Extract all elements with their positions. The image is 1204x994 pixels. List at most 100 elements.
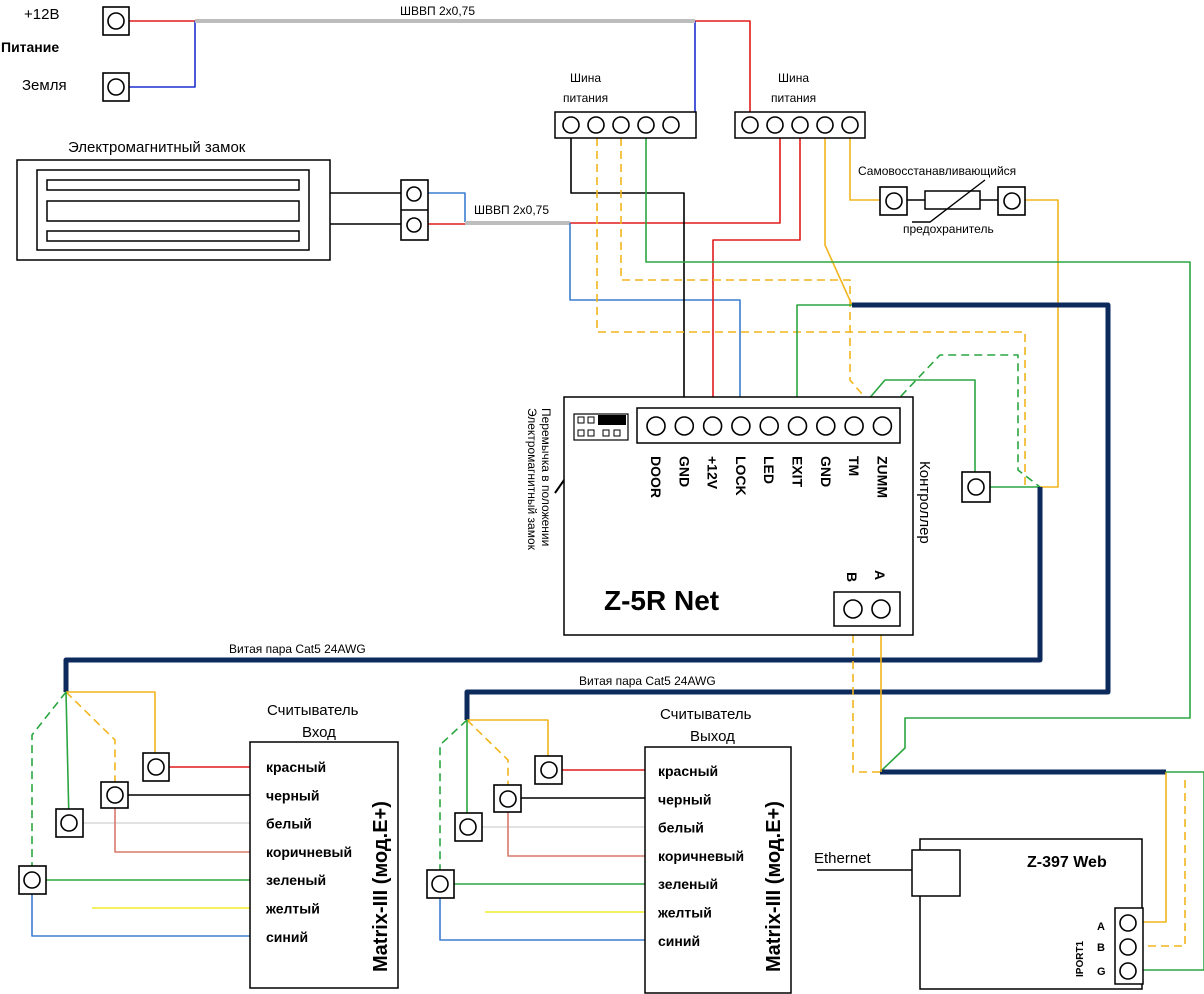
controller-terminal	[872, 416, 893, 436]
controller-side-label: Контроллер	[916, 461, 933, 544]
reader-wire-label: синий	[266, 929, 308, 945]
reader-in-title-2: Вход	[302, 724, 336, 741]
wire-orange-dashed-1	[596, 138, 1026, 487]
wire-rin-orange-dash	[65, 691, 116, 795]
wire-rout-brown	[507, 812, 645, 857]
twisted-pair-label-1: Витая пара Cat5 24AWG	[229, 642, 366, 656]
controller-terminal	[646, 416, 666, 436]
reader-out-wire-labels: красный черный белый коричневый зеленый желты…	[657, 763, 744, 949]
controller-terminal	[759, 416, 780, 436]
converter-box	[911, 838, 1143, 990]
converter-pin-b: B	[1097, 942, 1105, 954]
controller-terminal-label: GND	[676, 456, 692, 487]
reader-in-terminals	[18, 752, 170, 895]
reader-wire-label: белый	[266, 816, 312, 832]
wire-power-red	[128, 20, 751, 124]
power-plus-label: +12В	[24, 6, 59, 23]
reader-wire-label: красный	[266, 759, 326, 775]
wire-converter-a	[1143, 772, 1167, 923]
wire-rout-orange	[467, 719, 549, 770]
reader-out-title-1: Считыватель	[660, 706, 752, 723]
cable-lock-label: ШВВП 2х0,75	[474, 203, 549, 217]
reader-wire-label: коричневый	[658, 848, 744, 864]
bus-right	[734, 111, 866, 139]
power-ground-terminal	[102, 72, 130, 102]
exit-button-terminal	[961, 471, 991, 503]
power-title: Питание	[1, 39, 59, 55]
controller-terminal	[787, 416, 808, 436]
controller-terminal	[674, 416, 695, 436]
reader-in-title-1: Считыватель	[267, 702, 359, 719]
controller-terminal-label: EXIT	[790, 456, 806, 488]
lock-label: Электромагнитный замок	[68, 139, 246, 156]
controller-jumper	[573, 413, 629, 441]
ethernet-label: Ethernet	[814, 850, 872, 867]
wire-lock-blue-run	[569, 223, 741, 415]
wire-orange-bus-right	[824, 138, 853, 306]
wire-orange-fuse-in	[849, 138, 880, 201]
wire-power-blue	[128, 21, 696, 125]
controller-terminal-label: LED	[761, 456, 777, 484]
reader-wire-label: зеленый	[266, 872, 326, 888]
wire-gnd-black	[570, 138, 685, 415]
controller-rs485-a: A	[872, 570, 888, 580]
wire-lock-lightblue	[428, 192, 466, 222]
controller-terminal	[702, 416, 723, 436]
reader-wire-label: коричневый	[266, 844, 352, 860]
converter-name: Z-397 Web	[1027, 854, 1107, 871]
wire-converter-g	[1143, 771, 1204, 971]
fuse-label-2: предохранитель	[903, 222, 994, 236]
reader-wire-label: черный	[266, 787, 319, 803]
cable-cat5-1	[63, 487, 1043, 692]
bus-right-label-2: питания	[771, 91, 816, 105]
controller-terminal	[815, 416, 836, 436]
wire-rin-green-dash	[31, 691, 67, 880]
bus-left-label-2: питания	[563, 91, 608, 105]
reader-wire-label: красный	[658, 763, 718, 779]
reader-in-wire-labels: красный черный белый коричневый зеленый желты…	[265, 759, 352, 945]
controller-terminals	[646, 416, 893, 436]
fuse	[879, 179, 1026, 223]
bus-left	[554, 111, 697, 139]
reader-in-model: Matrix-III (мод.E+)	[370, 801, 392, 972]
reader-wire-label: черный	[658, 791, 711, 807]
converter-pin-g: G	[1097, 966, 1106, 978]
reader-wire-label: синий	[658, 933, 700, 949]
converter-port-label: IPORT1	[1075, 940, 1086, 977]
wire-orange-dashed-2	[620, 138, 881, 416]
controller-terminal-label: GND	[818, 456, 834, 487]
reader-wire-label: желтый	[265, 901, 320, 917]
reader-wire-label: белый	[658, 820, 704, 836]
wire-rout-green-dash	[439, 719, 468, 885]
wire-12v-red	[712, 138, 801, 415]
converter-pin-a: A	[1097, 921, 1105, 933]
reader-wire-label: зеленый	[658, 876, 718, 892]
fuse-label-1: Самовосстанавливающийся	[858, 164, 1016, 178]
power-ground-label: Земля	[22, 77, 67, 94]
reader-out-terminals	[426, 755, 563, 899]
reader-out-model: Matrix-III (мод.E+)	[763, 801, 785, 972]
cable-power-label: ШВВП 2х0,75	[400, 4, 475, 18]
wire-green-exit	[796, 304, 852, 415]
controller-terminal-label: ZUMM	[874, 456, 890, 498]
reader-wire-label: желтый	[657, 905, 712, 921]
controller-terminal-label: DOOR	[648, 456, 664, 498]
wire-green-bus	[645, 138, 1191, 773]
reader-out-title-2: Выход	[690, 728, 735, 745]
reader-in-box	[249, 741, 399, 989]
controller-terminal	[844, 416, 864, 436]
wire-rin-green	[65, 691, 70, 823]
bus-right-label-1: Шина	[778, 71, 809, 85]
controller-terminal	[731, 416, 751, 436]
controller-terminal-label: +12V	[705, 456, 721, 490]
wire-rs485-b	[852, 622, 880, 773]
bus-left-label-1: Шина	[570, 71, 601, 85]
wires	[31, 19, 1204, 971]
wire-rin-orange	[66, 691, 156, 765]
wire-rin-blue	[31, 893, 250, 937]
converter-pins	[1114, 907, 1144, 985]
lock-body	[16, 159, 401, 261]
lock-terminal-block	[400, 179, 429, 241]
